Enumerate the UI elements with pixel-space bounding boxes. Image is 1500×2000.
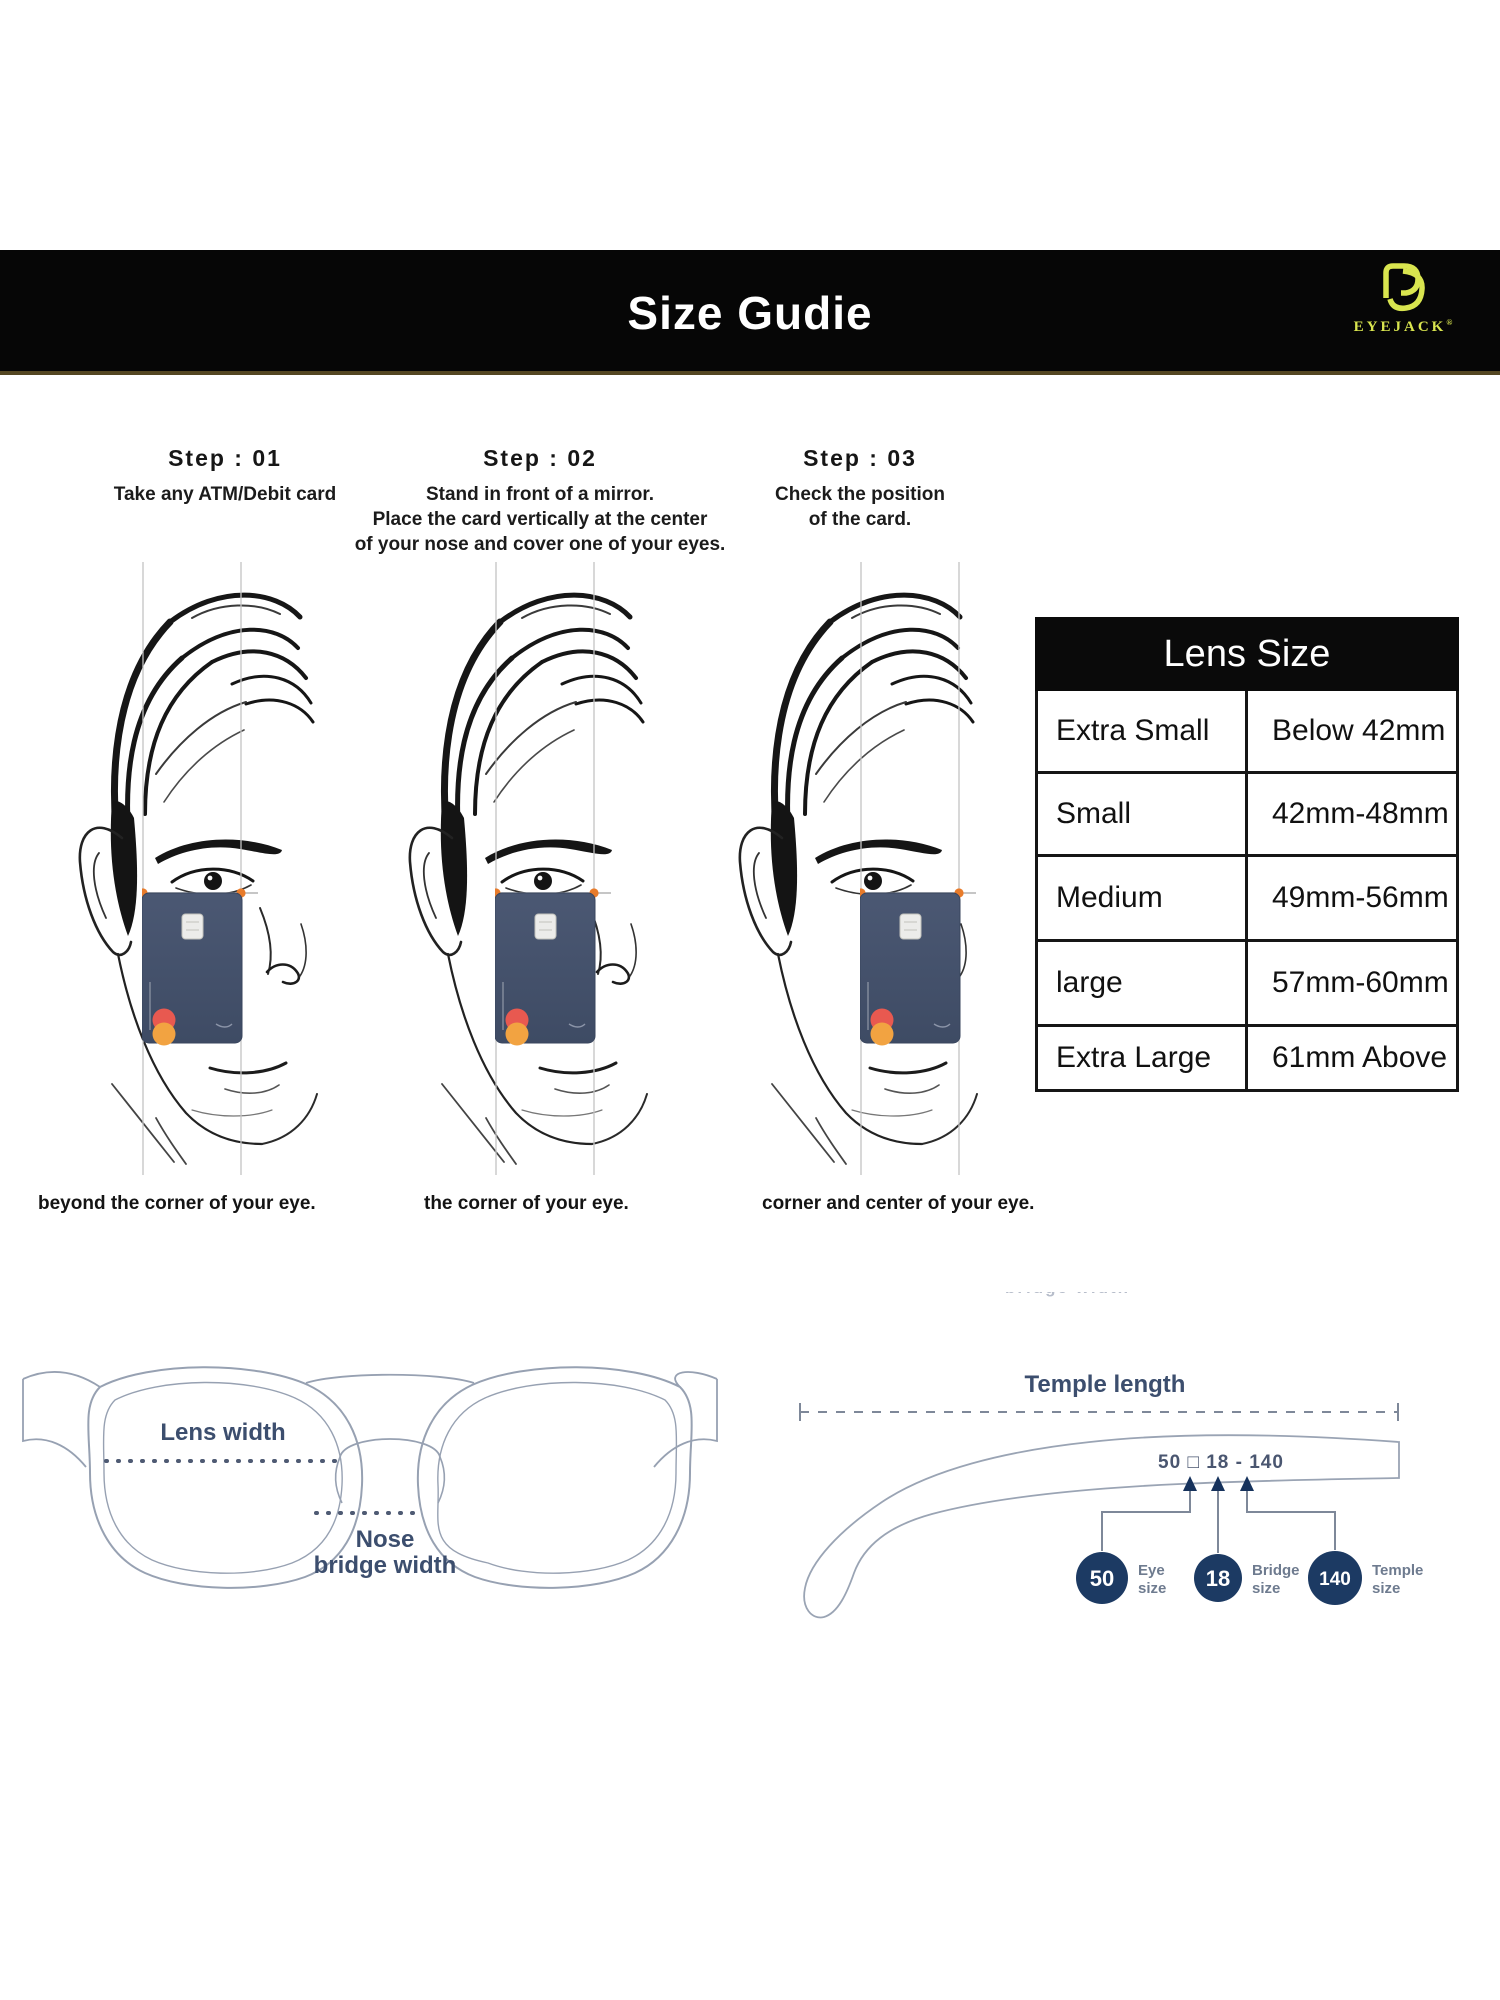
callout-circle-eye bbox=[1076, 1552, 1128, 1604]
brand-name: EYEJACK® bbox=[1338, 318, 1468, 336]
table-title: Lens Size bbox=[1035, 617, 1459, 691]
nose-bridge-label-line2: bridge width bbox=[314, 1552, 457, 1579]
face-sketch bbox=[410, 595, 647, 1164]
row-value: 57mm-60mm bbox=[1272, 966, 1449, 999]
instruction-line: Stand in front of a mirror. bbox=[425, 484, 654, 505]
arrow-up-icon bbox=[1240, 1476, 1254, 1491]
table-row: Small 42mm-48mm bbox=[1038, 774, 1456, 857]
brand-logo: EYEJACK® bbox=[1338, 258, 1468, 336]
brand-name-text: EYEJACK bbox=[1353, 319, 1447, 335]
lens-size-table: Lens Size Extra Small Below 42mm Small 4… bbox=[1035, 617, 1459, 1092]
row-value: 61mm Above bbox=[1272, 1041, 1448, 1074]
step-column-3: Step : 03 Check the position of the card… bbox=[700, 445, 1020, 532]
temple-length-label: Temple length bbox=[1025, 1371, 1186, 1398]
step-3-instruction: Check the position of the card. bbox=[700, 482, 1020, 532]
face-illustration-step3 bbox=[720, 562, 1030, 1202]
frame-marking: 50 □ 18 - 140 bbox=[1158, 1452, 1284, 1473]
callout-label: Eye bbox=[1138, 1562, 1165, 1579]
arrow-up-icon bbox=[1211, 1476, 1225, 1491]
faded-label-text: bridge width bbox=[1005, 1292, 1205, 1298]
table-body: Extra Small Below 42mm Small 42mm-48mm M… bbox=[1035, 691, 1459, 1092]
step-3-result-caption: corner and center of your eye. bbox=[762, 1193, 1035, 1214]
step-1-result-caption: beyond the corner of your eye. bbox=[38, 1193, 316, 1214]
callout-value-temple: 140 bbox=[1319, 1569, 1351, 1590]
step-1-instruction: Take any ATM/Debit card bbox=[60, 482, 390, 507]
table-row: Extra Large 61mm Above bbox=[1038, 1027, 1456, 1089]
callout-label: size bbox=[1138, 1580, 1166, 1597]
callout-value-eye: 50 bbox=[1090, 1566, 1114, 1591]
faded-bridge-width-label: bridge width bbox=[1005, 1292, 1205, 1302]
page-title: Size Gudie bbox=[627, 287, 873, 339]
callout-circle-bridge bbox=[1194, 1554, 1242, 1602]
callout-label: Temple bbox=[1372, 1562, 1423, 1579]
row-value: 49mm-56mm bbox=[1272, 881, 1449, 914]
arrow-up-icon bbox=[1183, 1476, 1197, 1491]
lens-width-label: Lens width bbox=[160, 1419, 285, 1446]
temple-arm-drawing bbox=[803, 1434, 1400, 1619]
instruction-line: Check the position bbox=[775, 484, 945, 505]
row-label: Extra Large bbox=[1038, 1027, 1248, 1089]
face-sketch bbox=[740, 595, 977, 1164]
face-illustration-step1 bbox=[60, 562, 370, 1202]
table-row: Extra Small Below 42mm bbox=[1038, 691, 1456, 774]
step-2-result-caption: the corner of your eye. bbox=[424, 1193, 629, 1214]
callout-label: size bbox=[1372, 1580, 1400, 1597]
instruction-line: Take any ATM/Debit card bbox=[113, 484, 337, 505]
row-label: Medium bbox=[1038, 857, 1248, 939]
step-3-label: Step : 03 bbox=[803, 445, 917, 471]
callout-label: size bbox=[1252, 1580, 1280, 1597]
instruction-line: Place the card vertically at the center bbox=[372, 509, 708, 531]
row-label: large bbox=[1038, 942, 1248, 1024]
instruction-line: of the card. bbox=[808, 509, 912, 531]
frame-front-diagram: Lens width Nose bridge width bbox=[22, 1366, 718, 1589]
row-value: 42mm-48mm bbox=[1272, 797, 1449, 830]
header-bar bbox=[0, 250, 1500, 375]
callout-label: Bridge bbox=[1252, 1562, 1300, 1579]
face-illustration-step2 bbox=[390, 562, 700, 1202]
row-value: Below 42mm bbox=[1272, 714, 1446, 747]
table-row: large 57mm-60mm bbox=[1038, 942, 1456, 1027]
nose-bridge-label-line1: Nose bbox=[356, 1526, 415, 1553]
registered-mark: ® bbox=[1446, 318, 1453, 327]
step-2-instruction: Stand in front of a mirror. Place the ca… bbox=[340, 482, 740, 557]
row-label: Extra Small bbox=[1038, 691, 1248, 771]
instruction-line: of your nose and cover one of your eyes. bbox=[354, 534, 726, 556]
brand-monogram-icon bbox=[1383, 263, 1425, 312]
face-sketch bbox=[80, 595, 317, 1164]
temple-diagram: Temple length 50 □ 18 - 140 50 18 140 Ey… bbox=[799, 1371, 1423, 1619]
table-row: Medium 49mm-56mm bbox=[1038, 857, 1456, 942]
callout-value-bridge: 18 bbox=[1206, 1566, 1230, 1591]
step-1-label: Step : 01 bbox=[168, 445, 282, 471]
row-label: Small bbox=[1038, 774, 1248, 854]
callout-circle-temple bbox=[1308, 1551, 1362, 1605]
step-column-1: Step : 01 Take any ATM/Debit card bbox=[60, 445, 390, 507]
step-column-2: Step : 02 Stand in front of a mirror. Pl… bbox=[340, 445, 740, 557]
step-2-label: Step : 02 bbox=[483, 445, 597, 471]
